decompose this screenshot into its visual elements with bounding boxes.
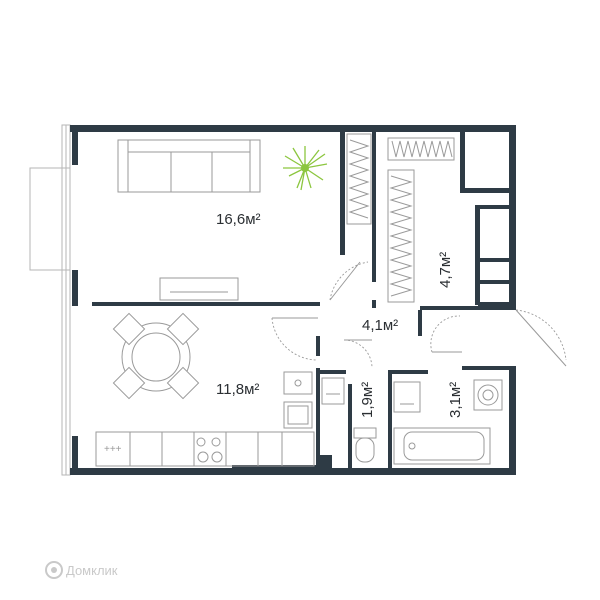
area-label-hall: 4,1м² (362, 317, 398, 334)
area-label-wardrobe: 4,7м² (437, 252, 454, 288)
bath-sink-icon (393, 381, 421, 413)
wc-sink-icon (321, 377, 345, 405)
tv-stand (159, 277, 239, 301)
bathtub-icon (393, 427, 491, 465)
kitchen-sink-icon (283, 371, 313, 395)
stove-icon (196, 437, 223, 463)
svg-text:+++: +++ (104, 444, 122, 455)
area-label-wc: 1,9м² (359, 382, 376, 418)
balcony (29, 124, 71, 476)
domclick-logo-icon (45, 561, 63, 579)
dining-table (112, 312, 200, 400)
area-label-living: 16,6м² (216, 211, 261, 228)
toilet-icon (353, 427, 377, 463)
walls (70, 125, 516, 475)
watermark-text: Домклик (66, 563, 118, 578)
area-label-bath: 3,1м² (447, 382, 464, 418)
fridge-icon (283, 401, 313, 429)
washing-machine-icon (473, 379, 503, 411)
area-label-kitchen: 11,8м² (216, 381, 259, 398)
doors (271, 261, 567, 369)
plant-icon (283, 146, 328, 191)
sofa (117, 139, 261, 193)
kitchen-counter: +++ (95, 431, 315, 467)
wardrobe-closet (346, 133, 455, 303)
